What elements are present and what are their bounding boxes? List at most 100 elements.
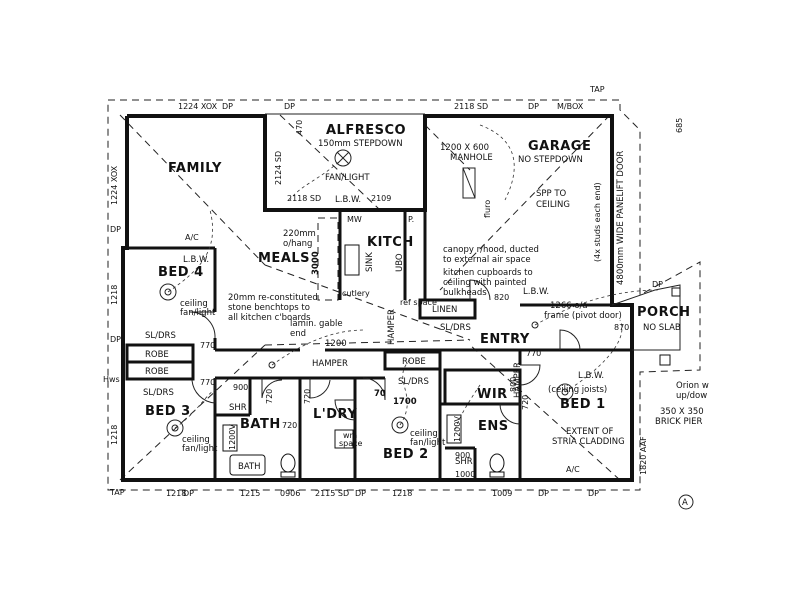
label-alfresco: ALFRESCO — [326, 123, 406, 138]
label-dp-3: DP — [528, 102, 539, 111]
note-fan-bed3-b: fan/light — [182, 444, 218, 454]
dim-linen-820: 820 — [494, 293, 509, 302]
label-dp-6: DP — [183, 489, 194, 498]
label-shr-bath: SHR — [229, 403, 247, 413]
dim-porch-870: 870 — [614, 323, 629, 332]
label-dp-2: DP — [284, 102, 295, 111]
circle-a-marker — [678, 494, 694, 510]
label-entry: ENTRY — [480, 332, 530, 347]
dim-top-2: 2118 SD — [454, 102, 488, 111]
dim-bath-720b: 720 — [282, 421, 297, 430]
label-sldrs-4: SL/DRS — [440, 323, 471, 333]
note-tap-2: TAP — [589, 85, 605, 94]
door-bed1 — [519, 364, 541, 386]
dim-bed2-1700: 1700 — [393, 397, 417, 407]
dim-alf-left: 2124 SD — [274, 151, 283, 185]
label-linen: LINEN — [432, 305, 457, 315]
note-kitchen-2: ceiling with painted — [443, 278, 527, 288]
kitchen-bench — [317, 217, 339, 301]
note-ac-2: A/C — [566, 465, 580, 474]
fan-bed2 — [391, 416, 409, 434]
elec-run-5 — [289, 157, 344, 201]
robe-bed3 — [125, 360, 195, 381]
linen-cupboard — [418, 298, 477, 320]
porch-pillar — [659, 354, 671, 366]
label-shr-ens: SHR — [455, 457, 473, 467]
brick-pier — [671, 287, 681, 297]
note-stria-1: EXTENT OF — [566, 427, 614, 437]
elec-run-7 — [271, 329, 366, 366]
dim-alf-bottom: 2118 SD — [287, 194, 321, 203]
roof-outline — [107, 99, 701, 491]
dim-ens-1200v: 1200V — [453, 416, 462, 442]
roof-hip-3 — [439, 114, 611, 291]
dim-hall-1200: 1200 — [325, 339, 347, 349]
dim-robe-770b: 770 — [200, 378, 215, 387]
label-sldrs-1: SL/DRS — [145, 331, 176, 341]
label-family: FAMILY — [168, 161, 222, 176]
label-lbw-2: L.B.W. — [335, 195, 361, 205]
toilet-ens — [489, 453, 505, 473]
dim-meals-3000: 3000 — [311, 251, 321, 275]
note-lamin-1: lamin. gable — [290, 319, 343, 329]
note-canopy-1: canopy r/hood, ducted — [443, 245, 539, 255]
dim-bed1-720: 720 — [521, 395, 530, 410]
door-bed4 — [189, 311, 216, 339]
label-dp-4: DP — [110, 225, 121, 234]
label-sldrs-3: SL/DRS — [398, 377, 429, 387]
door-garage — [469, 279, 491, 301]
label-ldry: L'DRY — [313, 407, 357, 422]
note-canopy-2: to external air space — [443, 255, 531, 265]
label-robe-bed2: ROBE — [402, 357, 426, 367]
dim-ens-1000: 1000 — [455, 470, 475, 479]
label-bed2: BED 2 — [383, 447, 429, 462]
door-bath — [261, 378, 283, 399]
door-bed3 — [191, 378, 216, 404]
bath-tub — [229, 454, 266, 476]
label-porch: PORCH — [637, 305, 691, 320]
label-porch-note: NO SLAB — [643, 323, 681, 333]
elec-run-9 — [454, 384, 481, 431]
note-stone-3: all kitchen c'boards — [228, 313, 311, 323]
door-bed2 — [362, 377, 386, 401]
dim-robe-770c: 770 — [526, 349, 541, 358]
note-brick-1: 350 X 350 — [660, 407, 704, 417]
note-wm-2: space — [339, 439, 363, 448]
note-frame-2: frame (pivot door) — [544, 311, 622, 321]
note-brick-2: BRICK PIER — [655, 417, 702, 427]
dim-bottom-1: 1218 — [166, 489, 186, 498]
note-ceiling-joists: (ceiling joists) — [548, 385, 607, 395]
dim-wir-800: 800 — [509, 377, 518, 392]
toilet-bath-cistern — [280, 471, 296, 478]
note-oh-1: 220mm — [283, 229, 316, 239]
light-hall — [268, 361, 276, 369]
note-mbox: M/BOX — [557, 102, 584, 111]
label-sldrs-2: SL/DRS — [143, 388, 174, 398]
dim-bottom-5: 1218 — [392, 489, 412, 498]
label-bath-tub: BATH — [238, 462, 261, 472]
elec-run-2 — [174, 389, 216, 429]
fan-bed4 — [159, 283, 177, 301]
dim-top-4: 470 — [295, 120, 304, 135]
note-spp-1: SPP TO — [536, 189, 567, 199]
dim-bed4-left: 1218 — [110, 285, 119, 305]
label-wir: WIR — [477, 387, 508, 402]
note-orion-1: Orion w — [676, 381, 709, 391]
dim-top-3: 685 — [675, 118, 684, 133]
kitchen-sink — [344, 244, 360, 276]
label-hamper-3: HAMPER — [513, 362, 523, 398]
dim-bottom-4: 2115 SD — [315, 489, 349, 498]
dim-bed2-70: 70 — [374, 389, 386, 399]
dim-bed3-left: 1218 — [110, 425, 119, 445]
note-fan-bed4-b: fan/light — [180, 308, 216, 318]
note-manhole-1: 1200 X 600 — [440, 143, 489, 153]
dim-alf-right: 2109 — [371, 194, 391, 203]
label-robe-bed4: ROBE — [145, 350, 169, 360]
label-meals: MEALS — [258, 251, 310, 266]
label-bed1: BED 1 — [560, 397, 606, 412]
elec-run-4 — [564, 319, 623, 393]
dim-fam-left: 1224 XOX — [110, 165, 119, 205]
dim-robe-770a: 770 — [200, 341, 215, 350]
label-dp-9: DP — [652, 280, 663, 289]
